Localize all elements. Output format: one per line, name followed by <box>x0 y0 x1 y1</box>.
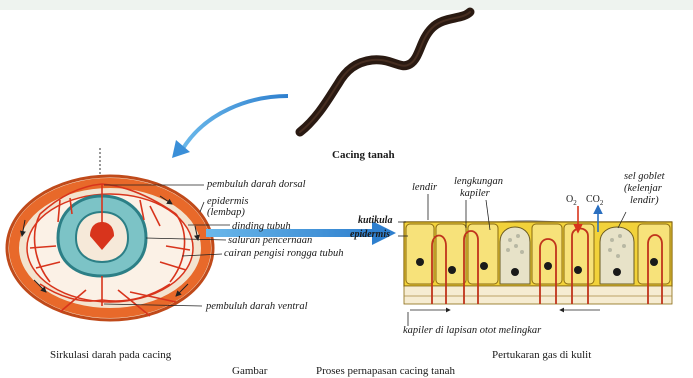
gas-exchange-caption: Pertukaran gas di kulit <box>492 350 591 361</box>
figure-label: Gambar <box>232 366 267 377</box>
label-dorsal-vessel: pembuluh darah dorsal <box>207 180 306 191</box>
top-band <box>0 0 693 10</box>
label-muscle-capillary: kapiler di lapisan otot melingkar <box>403 326 541 337</box>
figure-title: Proses pernapasan cacing tanah <box>316 366 455 377</box>
label-cuticle: kutikula <box>358 216 392 226</box>
label-digestive-tract: saluran pencernaan <box>228 236 312 247</box>
worm-cross-section <box>7 148 213 320</box>
label-goblet-2: (kelenjar <box>624 184 662 195</box>
label-coelom-fluid: cairan pengisi rongga tubuh <box>224 249 343 260</box>
label-capillary-loop-2: kapiler <box>460 189 490 200</box>
label-capillary-loop-1: lengkungan <box>454 177 503 188</box>
worm-caption: Cacing tanah <box>332 150 395 161</box>
label-epidermis-wet: epidermis <box>207 197 248 208</box>
label-co2: CO2 <box>586 195 603 207</box>
circulation-caption: Sirkulasi darah pada cacing <box>50 350 171 361</box>
zoom-arrow <box>172 96 288 158</box>
label-ventral-vessel: pembuluh darah ventral <box>206 302 308 313</box>
label-goblet-3: lendir) <box>630 196 659 207</box>
label-o2: O2 <box>566 195 577 207</box>
skin-tissue <box>404 206 672 310</box>
earthworm-illustration <box>300 12 470 132</box>
label-body-wall: dinding tubuh <box>232 222 291 233</box>
label-mucus: lendir <box>412 183 437 194</box>
label-goblet-1: sel goblet <box>624 172 665 183</box>
label-epidermis-wet-note: (lembap) <box>207 208 245 219</box>
label-epidermis: epidermis <box>350 230 390 240</box>
